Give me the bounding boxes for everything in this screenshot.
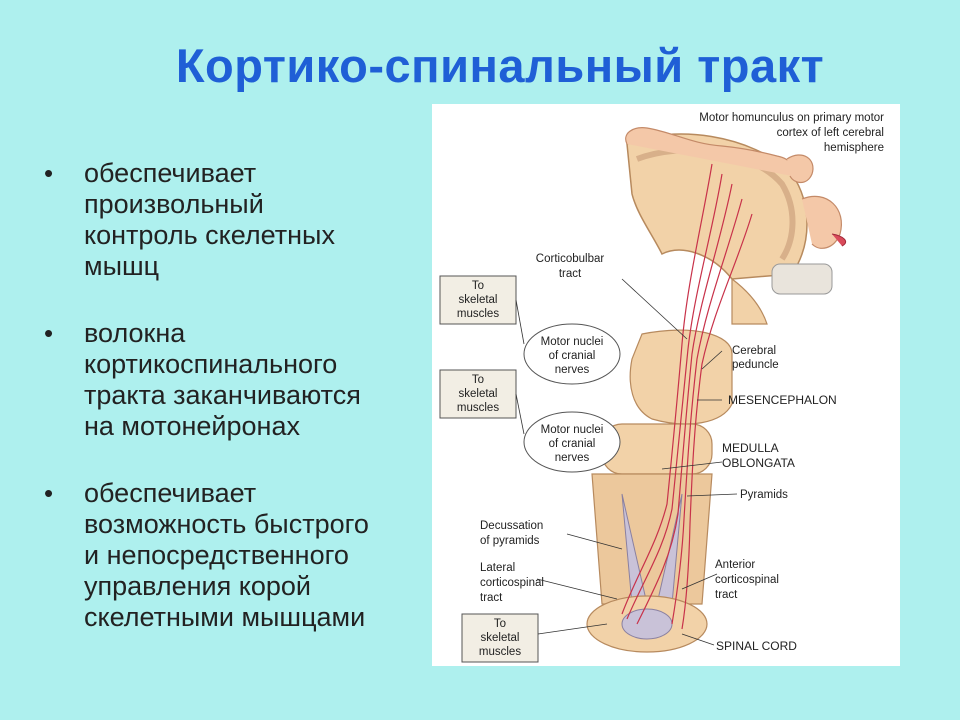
- bullet-line: кортикоспинального: [84, 349, 338, 379]
- bullet-line: тракта заканчиваются: [84, 380, 361, 410]
- anterior-tract-label: Anterior: [715, 559, 755, 571]
- motor-nuclei-line: nerves: [555, 364, 590, 376]
- slide-title: Кортико-спинальный тракт: [175, 39, 825, 92]
- leader-lines: [515, 278, 738, 646]
- to-skeletal-line: skeletal: [459, 388, 498, 400]
- bullet-line: управления корой: [84, 571, 312, 601]
- to-skeletal-line: muscles: [479, 646, 521, 658]
- bullet-item: • обеспечивает произвольный контроль ске…: [40, 158, 430, 282]
- motor-nuclei-line: Motor nuclei: [541, 336, 604, 348]
- motor-nuclei-line: Motor nuclei: [541, 424, 604, 436]
- homunculus-label: Motor homunculus on primary motor: [699, 112, 884, 124]
- bullet-line: контроль скелетных: [84, 220, 335, 250]
- motor-nuclei-ellipse-2: Motor nuclei of cranial nerves: [523, 411, 621, 473]
- motor-homunculus: [625, 127, 847, 249]
- to-skeletal-box-1: To skeletal muscles: [439, 275, 517, 325]
- bullet-marker: •: [44, 318, 54, 348]
- bullet-line: на мотонейронах: [84, 411, 300, 441]
- cerebral-peduncle-label: Cerebral: [732, 345, 776, 357]
- bullet-marker: •: [44, 158, 54, 188]
- bullet-line: обеспечивает: [84, 158, 257, 188]
- spinal-cord-label: SPINAL CORD: [716, 639, 797, 653]
- to-skeletal-line: skeletal: [459, 294, 498, 306]
- bullet-line: возможность быстрого: [84, 509, 369, 539]
- corticobulbar-label: tract: [559, 268, 582, 280]
- medulla-label: MEDULLA: [722, 441, 779, 455]
- decussation-label: of pyramids: [480, 535, 540, 547]
- to-skeletal-line: To: [472, 280, 484, 292]
- corticobulbar-label: Corticobulbar: [536, 253, 605, 265]
- decussation-label: Decussation: [480, 520, 543, 532]
- bullet-line: обеспечивает: [84, 478, 257, 508]
- to-skeletal-line: muscles: [457, 308, 499, 320]
- pyramids-label: Pyramids: [740, 489, 788, 501]
- bullet-item: • обеспечивает возможность быстрого и не…: [40, 478, 430, 633]
- brainstem: [586, 329, 733, 653]
- lateral-tract-label: tract: [480, 592, 503, 604]
- cerebral-peduncle-label: peduncle: [732, 359, 779, 371]
- to-skeletal-line: muscles: [457, 402, 499, 414]
- to-skeletal-line: skeletal: [481, 632, 520, 644]
- motor-nuclei-line: of cranial: [549, 438, 596, 450]
- bullet-line: волокна: [84, 318, 186, 348]
- medulla-label: OBLONGATA: [722, 456, 795, 470]
- bullet-line: мышц: [84, 251, 160, 281]
- bullet-line: скелетными мышцами: [84, 602, 366, 632]
- anterior-tract-label: corticospinal: [715, 574, 779, 586]
- anterior-tract-label: tract: [715, 589, 738, 601]
- lateral-tract-label: Lateral: [480, 562, 515, 574]
- homunculus-label: cortex of left cerebral: [777, 127, 884, 139]
- motor-nuclei-line: nerves: [555, 452, 590, 464]
- diagram-svg: To skeletal muscles To skeletal muscles …: [439, 112, 884, 663]
- bullet-item: • волокна кортикоспинального тракта зака…: [40, 318, 430, 442]
- corticospinal-tract-diagram: To skeletal muscles To skeletal muscles …: [432, 104, 900, 666]
- cortex-section: [626, 133, 833, 325]
- mesencephalon-label: MESENCEPHALON: [728, 393, 837, 407]
- lateral-tract-label: corticospinal: [480, 577, 544, 589]
- motor-nuclei-line: of cranial: [549, 350, 596, 362]
- to-skeletal-line: To: [494, 618, 506, 630]
- to-skeletal-box-2: To skeletal muscles: [439, 369, 517, 419]
- bullet-list: • обеспечивает произвольный контроль ске…: [40, 158, 430, 669]
- homunculus-label: hemisphere: [824, 142, 884, 154]
- bullet-marker: •: [44, 478, 54, 508]
- motor-nuclei-ellipse-1: Motor nuclei of cranial nerves: [523, 323, 621, 385]
- to-skeletal-box-3: To skeletal muscles: [461, 613, 539, 663]
- bullet-line: произвольный: [84, 189, 264, 219]
- tract-fibers: [621, 163, 753, 630]
- to-skeletal-line: To: [472, 374, 484, 386]
- bullet-line: и непосредственного: [84, 540, 349, 570]
